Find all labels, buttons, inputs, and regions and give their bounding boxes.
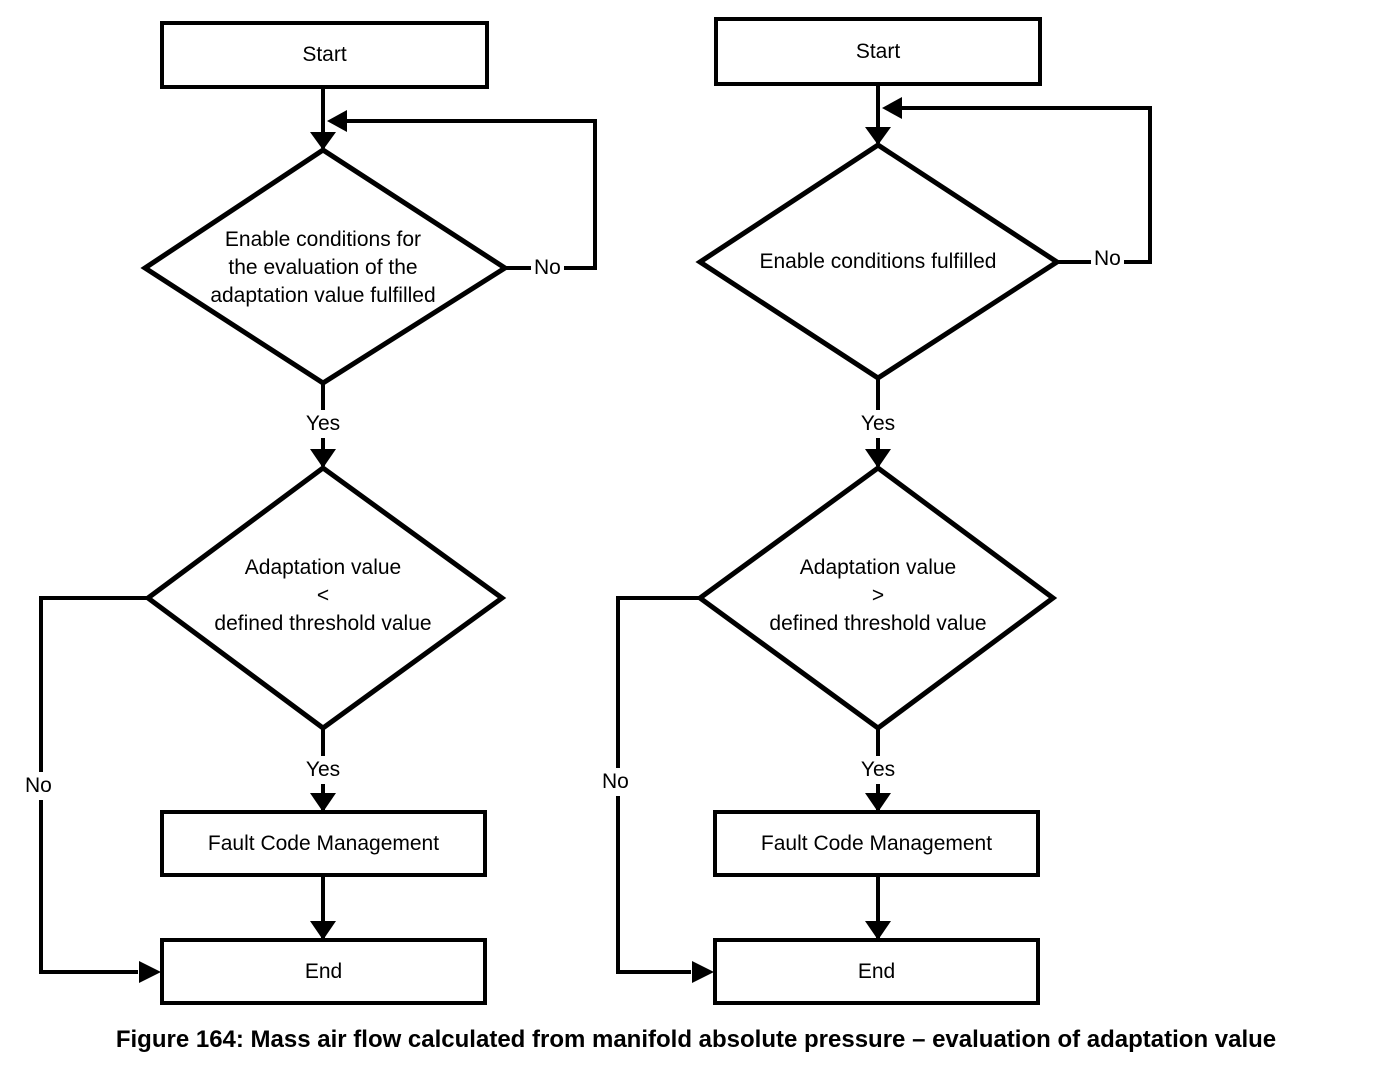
right-decision1-no-label: No [1091, 245, 1124, 273]
left-decision1-diamond [140, 147, 510, 386]
left-decision1-line3: adaptation value fulfilled [210, 284, 436, 307]
right-end-label: End [857, 959, 896, 983]
left-no-to-end-arrowhead [139, 961, 161, 983]
left-start-label: Start [302, 43, 347, 66]
right-decision1-entry-arrowhead [865, 127, 891, 145]
left-decision1-label: Enable conditions for the evaluation of … [153, 226, 493, 310]
right-decision2-line2: > [871, 584, 885, 607]
right-fault-box [713, 810, 1040, 877]
right-decision1-yes-label: Yes [843, 410, 913, 438]
left-decision2-entry-arrowhead [310, 449, 336, 468]
right-start-box [714, 17, 1042, 86]
right-decision2-yes-label: Yes [843, 756, 913, 784]
right-decision2-label: Adaptation value > defined threshold val… [718, 554, 1038, 638]
left-decision2-yes-label: Yes [288, 756, 358, 784]
left-end-label: End [304, 959, 343, 983]
right-decision2-entry-arrowhead [865, 449, 891, 468]
left-fault-entry-arrowhead [310, 793, 336, 812]
right-fault-label: Fault Code Management [760, 831, 993, 855]
right-decision1-diamond [695, 142, 1062, 381]
left-start-box [160, 21, 489, 89]
left-decision2-label: Adaptation value < defined threshold val… [163, 554, 483, 638]
figure-caption: Figure 164: Mass air flow calculated fro… [115, 1026, 1277, 1053]
right-start-label: Start [855, 39, 901, 63]
left-end-entry-arrowhead [310, 921, 336, 940]
left-decision1-entry-arrowhead [310, 132, 336, 150]
right-decision2-diamond [695, 464, 1058, 732]
right-decision2-line1: Adaptation value [799, 556, 957, 579]
right-end-box [713, 938, 1040, 1005]
left-decision2-line3: defined threshold value [214, 612, 432, 635]
left-no-loop-arrowhead [327, 110, 347, 132]
left-no-to-end-connector [39, 596, 148, 974]
left-end-box [160, 938, 487, 1005]
left-decision2-diamond [143, 464, 507, 732]
right-decision1-label: Enable conditions fulfilled [708, 248, 1048, 276]
left-decision2-line2: < [316, 584, 330, 607]
right-fault-entry-arrowhead [865, 793, 891, 812]
left-decision1-yes-label: Yes [288, 410, 358, 438]
right-no-to-end-arrowhead [692, 961, 714, 983]
right-decision2-no-label: No [599, 768, 632, 796]
left-fault-box [160, 810, 487, 877]
left-decision2-no-label: No [22, 772, 55, 800]
left-decision2-line1: Adaptation value [244, 556, 402, 579]
right-no-loop-arrowhead [882, 97, 902, 119]
left-fault-label: Fault Code Management [207, 831, 440, 855]
right-end-entry-arrowhead [865, 921, 891, 940]
right-decision1-line1: Enable conditions fulfilled [759, 250, 997, 273]
left-decision1-line2: the evaluation of the [228, 256, 418, 279]
right-decision2-line3: defined threshold value [769, 612, 987, 635]
left-decision1-line1: Enable conditions for [224, 228, 422, 251]
left-decision1-no-label: No [531, 254, 564, 282]
